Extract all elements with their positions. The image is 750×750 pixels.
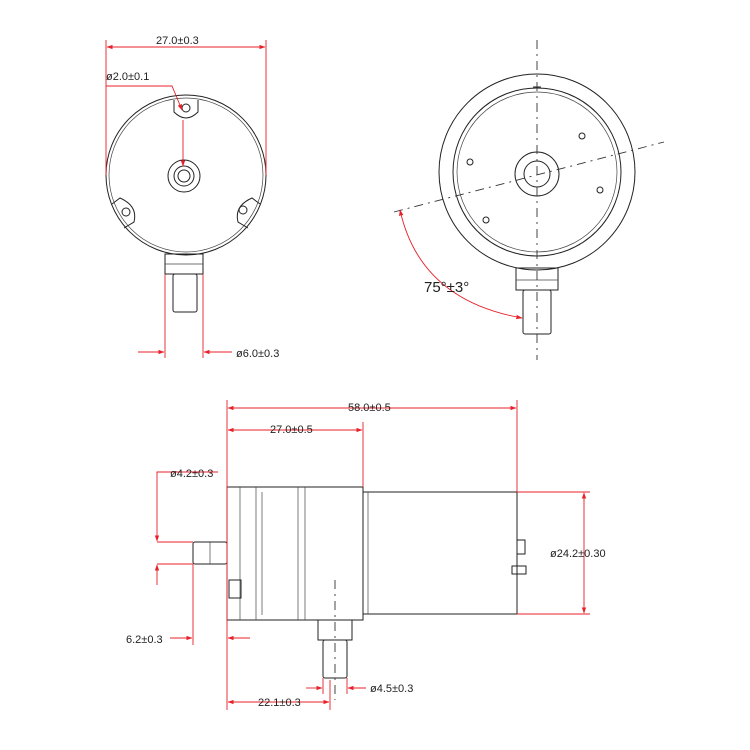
front-hub-mid xyxy=(173,165,195,187)
motor-body xyxy=(362,491,518,615)
dim-body-length-label: 27.0±0.5 xyxy=(270,424,313,436)
rear-hole-1 xyxy=(578,132,586,140)
rear-hole-2 xyxy=(466,158,474,166)
front-shaft xyxy=(172,273,198,313)
front-left-lug xyxy=(111,197,136,229)
dim-inlet-dia-label: ø4.2±0.3 xyxy=(170,468,213,480)
side-view: 58.0±0.5 27.0±0.5 ø4.2±0.3 6.2±0.3 ø24.2… xyxy=(126,400,606,710)
rear-hole-4 xyxy=(482,216,490,224)
front-left-hole xyxy=(121,207,131,217)
dim-front-width-label: 27.0±0.3 xyxy=(156,35,199,47)
front-right-hole xyxy=(238,205,248,215)
dim-angle-arc xyxy=(399,209,523,320)
dim-angle-label: 75°±3° xyxy=(424,279,469,296)
rear-view: 75°±3° xyxy=(393,40,665,360)
pump-head xyxy=(226,486,364,621)
front-hub-outer xyxy=(167,159,201,193)
dim-shaft-label: ø6.0±0.3 xyxy=(236,348,279,360)
front-outer-circle xyxy=(105,94,267,256)
front-top-lug xyxy=(173,100,199,119)
front-inner-circle xyxy=(108,97,264,253)
dim-inlet-len-label: 6.2±0.3 xyxy=(126,634,163,646)
rear-diagonal-axis xyxy=(393,141,665,213)
dim-total-length-label: 58.0±0.5 xyxy=(348,402,391,414)
dim-hole-label: ø2.0±0.1 xyxy=(106,71,149,83)
dim-outlet-offset-label: 22.1±0.3 xyxy=(258,697,301,709)
terminal-bottom xyxy=(511,565,527,575)
rear-hole-3 xyxy=(596,186,604,194)
dim-hole-leader xyxy=(106,85,183,111)
front-view: 27.0±0.3 ø2.0±0.1 ø6.0±0.3 xyxy=(105,35,279,360)
dim-inlet-dia-top-leader xyxy=(154,471,218,542)
terminal-top xyxy=(516,539,526,555)
dim-outlet-dia-label: ø4.5±0.3 xyxy=(370,683,413,695)
front-top-hole xyxy=(181,103,191,113)
front-hub-inner xyxy=(177,169,191,183)
rear-outer-circle xyxy=(438,73,636,271)
dim-motor-dia-label: ø24.2±0.30 xyxy=(550,548,606,560)
pump-clip xyxy=(228,579,242,599)
